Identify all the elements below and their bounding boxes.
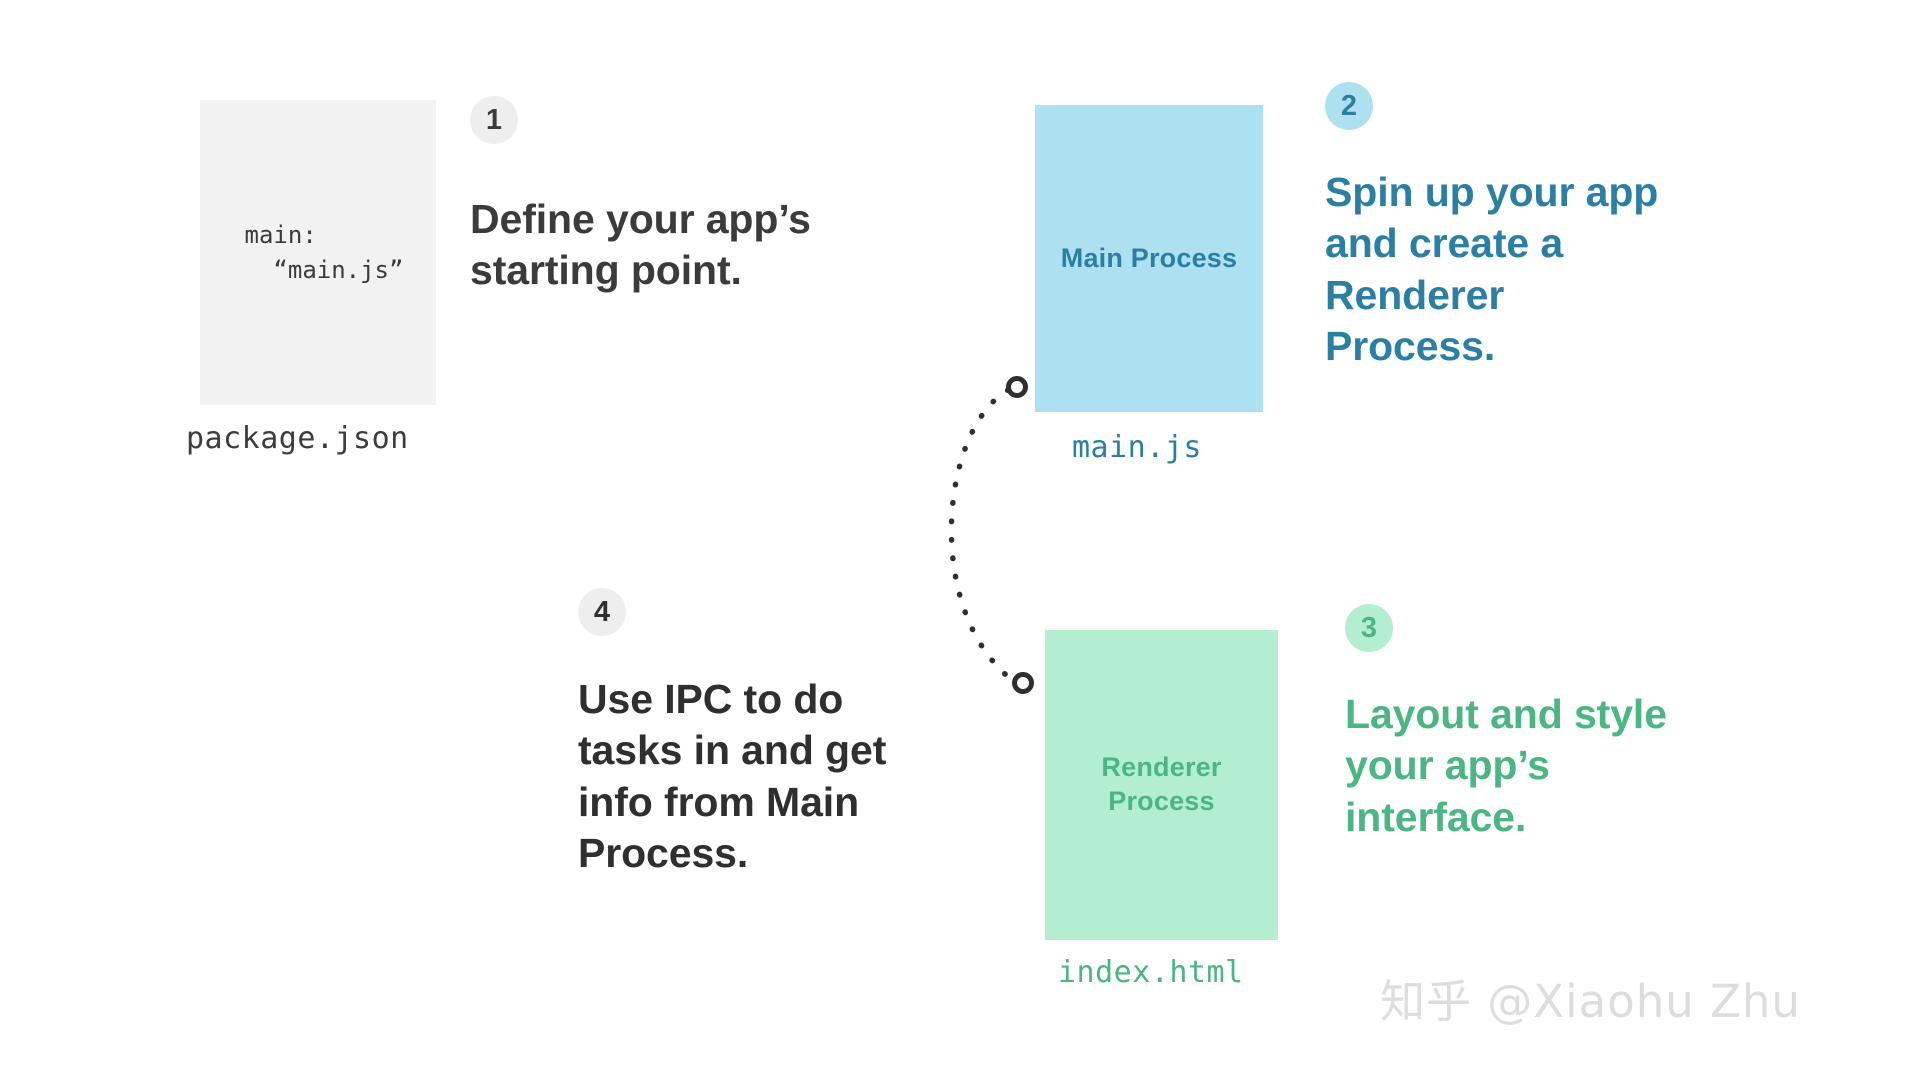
- package-json-code: main: “main.js”: [244, 220, 404, 284]
- package-json-caption: package.json: [186, 421, 409, 456]
- step-1-badge: 1: [470, 96, 518, 144]
- connector-endpoint-bottom-icon: [1012, 672, 1034, 694]
- step-2-badge: 2: [1325, 82, 1373, 130]
- index-html-caption: index.html: [1058, 955, 1244, 990]
- main-js-caption: main.js: [1072, 430, 1202, 465]
- main-process-box: Main Process: [1035, 105, 1263, 412]
- package-json-box: main: “main.js”: [200, 100, 436, 405]
- watermark: 知乎 @Xiaohu Zhu: [1380, 975, 1801, 1028]
- renderer-process-label: Renderer Process: [1101, 752, 1222, 816]
- step-2-text: Spin up your app and create a Renderer P…: [1325, 169, 1659, 369]
- step-1-text: Define your app’s starting point.: [470, 196, 811, 294]
- step-3: 3 Layout and style your app’s interface.: [1345, 604, 1775, 843]
- step-4-badge: 4: [578, 588, 626, 636]
- step-3-text: Layout and style your app’s interface.: [1345, 691, 1667, 840]
- main-process-label: Main Process: [1060, 242, 1238, 273]
- step-2: 2 Spin up your app and create a Renderer…: [1325, 82, 1755, 372]
- step-3-badge: 3: [1345, 604, 1393, 652]
- step-1: 1 Define your app’s starting point.: [470, 96, 890, 297]
- step-4-text: Use IPC to do tasks in and get info from…: [578, 676, 887, 876]
- step-4: 4 Use IPC to do tasks in and get info fr…: [578, 588, 978, 879]
- renderer-process-box: Renderer Process: [1045, 630, 1278, 940]
- connector-endpoint-top-icon: [1006, 376, 1028, 398]
